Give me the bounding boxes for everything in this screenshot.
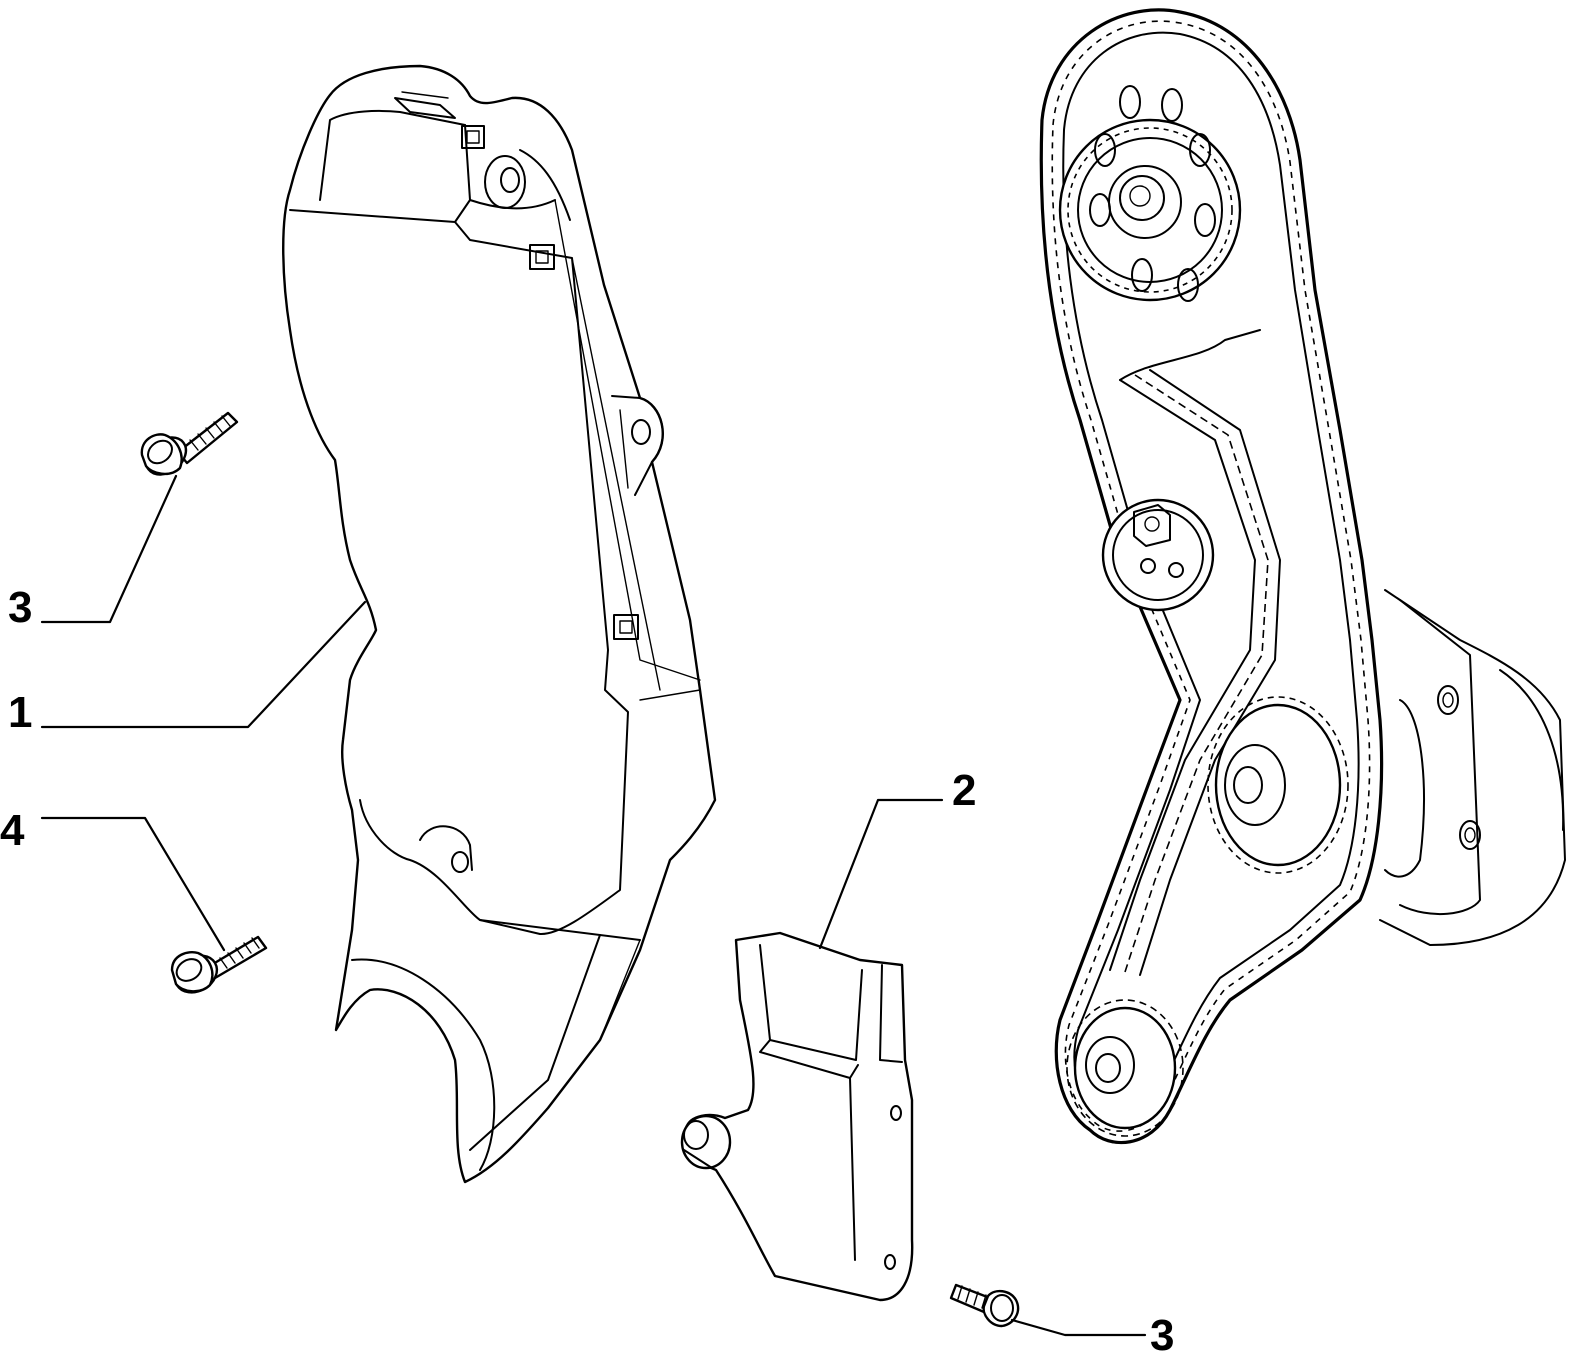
callout-1: 1	[8, 688, 32, 737]
bolt-3-bottom[interactable]	[949, 1283, 1020, 1328]
lower-cover-bracket-part[interactable]	[680, 931, 914, 1302]
cover-clip-top	[461, 125, 485, 149]
leader-3-bottom	[1010, 1318, 1147, 1337]
tensioner-pulley	[1101, 498, 1215, 612]
timing-cover-part[interactable]	[282, 64, 717, 1184]
cover-clip-upper-right	[529, 244, 555, 270]
leader-1	[40, 600, 367, 729]
cover-side-tab	[611, 395, 664, 496]
water-pump-pulley	[1207, 696, 1349, 874]
engine-housing-block	[1379, 589, 1566, 946]
bolt-3-top[interactable]	[139, 411, 239, 482]
camshaft-pulley	[1058, 85, 1242, 302]
leader-2	[818, 798, 944, 950]
leader-4	[40, 816, 226, 952]
leader-lines	[40, 474, 1147, 1337]
callout-3-bottom: 3	[1150, 1311, 1174, 1354]
callout-2: 2	[952, 766, 976, 815]
bracket-hole-top	[890, 1105, 902, 1121]
bracket-spacer-boss	[680, 1114, 732, 1170]
callout-4: 4	[0, 806, 25, 855]
bolt-4[interactable]	[168, 935, 268, 1000]
cover-clip-lower-right	[613, 614, 639, 640]
bracket-hole-bottom	[884, 1254, 896, 1270]
cover-mount-hole-bottom	[419, 825, 473, 873]
timing-belt-assembly[interactable]	[1039, 8, 1566, 1145]
cover-mount-hole-top	[484, 155, 526, 209]
callout-3-top: 3	[8, 583, 32, 632]
crankshaft-sprocket	[1066, 999, 1184, 1137]
leader-3-top	[40, 474, 178, 624]
